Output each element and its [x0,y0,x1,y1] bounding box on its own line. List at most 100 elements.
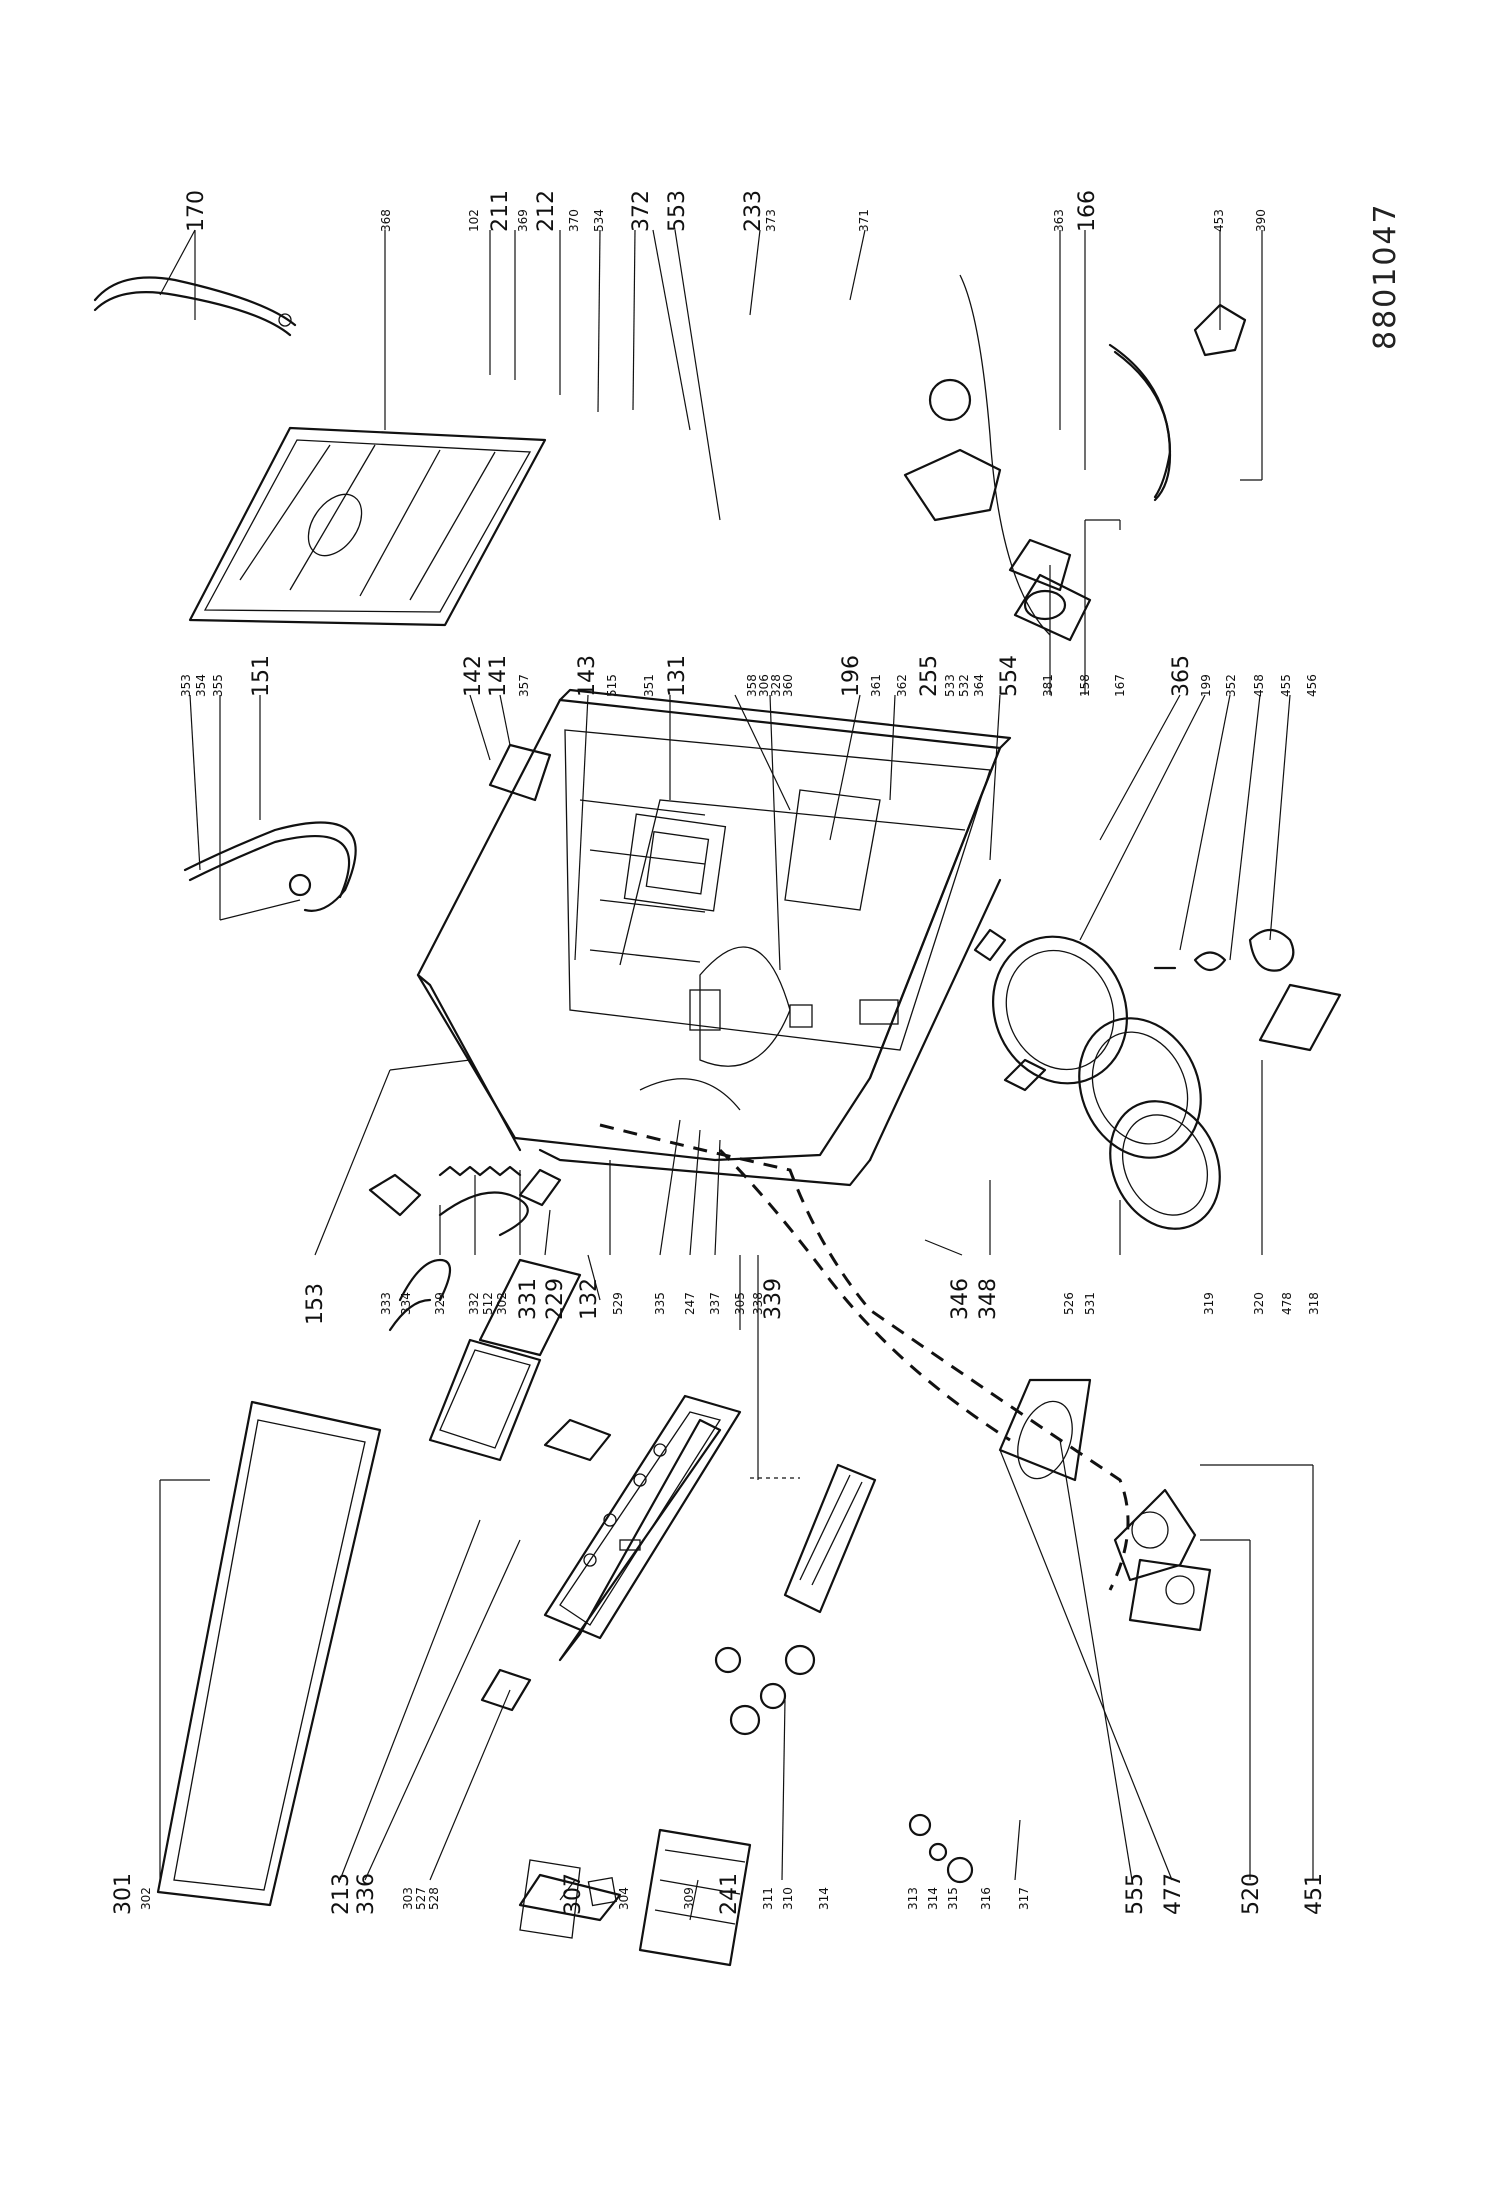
label-355: 355 [211,674,225,697]
label-309: 309 [682,1887,696,1910]
label-364: 364 [972,674,986,697]
leader-lines [159,229,1314,1921]
label-478: 478 [1280,1292,1294,1315]
label-304: 304 [617,1887,631,1910]
label-370: 370 [567,209,581,232]
top-panel [188,426,547,627]
label-306: 306 [757,674,771,697]
door-trim [480,1668,622,1922]
label-332: 332 [467,1292,481,1315]
label-527: 527 [414,1887,428,1910]
control-panel-fascia [543,1394,742,1662]
label-302b: 302 [495,1292,509,1315]
label-334: 334 [399,1292,413,1315]
label-365: 365 [1169,655,1194,697]
label-351: 351 [642,674,656,697]
label-390: 390 [1254,209,1268,232]
label-318: 318 [1307,1292,1321,1315]
label-319: 319 [1202,1292,1216,1315]
label-553: 553 [665,190,690,232]
label-310: 310 [781,1887,795,1910]
label-453: 453 [1212,209,1226,232]
label-554: 554 [997,655,1022,697]
filter-housing [998,1378,1092,1482]
label-153: 153 [303,1283,328,1325]
label-456: 456 [1305,674,1319,697]
label-333: 333 [379,1292,393,1315]
label-532: 532 [957,674,971,697]
label-361: 361 [869,674,883,697]
motor-pump [1113,1488,1212,1632]
label-303: 303 [401,1887,415,1910]
label-358: 358 [745,674,759,697]
label-533: 533 [943,674,957,697]
label-316: 316 [979,1887,993,1910]
label-233: 233 [741,190,766,232]
label-241: 241 [717,1873,742,1915]
label-534: 534 [592,209,606,232]
label-352: 352 [1224,674,1238,697]
cabinet-frame [416,688,1012,1187]
label-381: 381 [1041,674,1055,697]
label-213: 213 [329,1873,354,1915]
label-143: 143 [575,655,600,697]
label-529: 529 [611,1292,625,1315]
label-362: 362 [895,674,909,697]
label-371: 371 [857,209,871,232]
drain-hose [1108,303,1247,502]
label-328: 328 [769,674,783,697]
label-339: 339 [761,1278,786,1320]
label-455: 455 [1279,674,1293,697]
label-477: 477 [1161,1873,1186,1915]
label-528: 528 [427,1887,441,1910]
label-555: 555 [1123,1873,1148,1915]
label-196: 196 [839,655,864,697]
label-512: 512 [481,1292,495,1315]
label-255: 255 [917,655,942,697]
label-314: 314 [817,1887,831,1910]
label-142: 142 [461,655,486,697]
label-335: 335 [653,1292,667,1315]
supply-hose-top [93,276,297,337]
label-311: 311 [761,1887,775,1910]
drawer-dispenser [519,1828,752,1967]
wiring-loom-2 [718,1148,1011,1442]
label-360: 360 [781,674,795,697]
label-337: 337 [708,1292,722,1315]
label-329: 329 [433,1292,447,1315]
label-158: 158 [1078,674,1092,697]
label-315: 315 [946,1887,960,1910]
door-hinge-parts [1153,928,1295,972]
knobs [714,1644,974,1884]
label-211: 211 [488,190,513,232]
label-302: 302 [139,1887,153,1910]
label-531: 531 [1083,1292,1097,1315]
label-373: 373 [764,209,778,232]
label-301: 301 [111,1873,136,1915]
label-320: 320 [1252,1292,1266,1315]
label-368: 368 [379,209,393,232]
inlet-hose [183,821,357,912]
label-132: 132 [577,1278,602,1320]
label-369: 369 [516,209,530,232]
heating-element [783,1463,877,1614]
label-338: 338 [751,1292,765,1315]
label-515: 515 [605,674,619,697]
label-166: 166 [1075,190,1100,232]
label-520: 520 [1239,1873,1264,1915]
label-314b: 314 [926,1887,940,1910]
label-305: 305 [733,1292,747,1315]
electronic-module [428,1258,612,1462]
label-317: 317 [1017,1887,1031,1910]
hinge-blocks [368,743,552,1237]
label-353: 353 [179,674,193,697]
spring-and-damper [388,1165,562,1332]
label-313: 313 [906,1887,920,1910]
label-357: 357 [517,674,531,697]
label-451: 451 [1302,1873,1327,1915]
label-354: 354 [194,674,208,697]
label-229: 229 [543,1278,568,1320]
door-assembly [973,928,1342,1230]
label-307: 307 [561,1873,586,1915]
